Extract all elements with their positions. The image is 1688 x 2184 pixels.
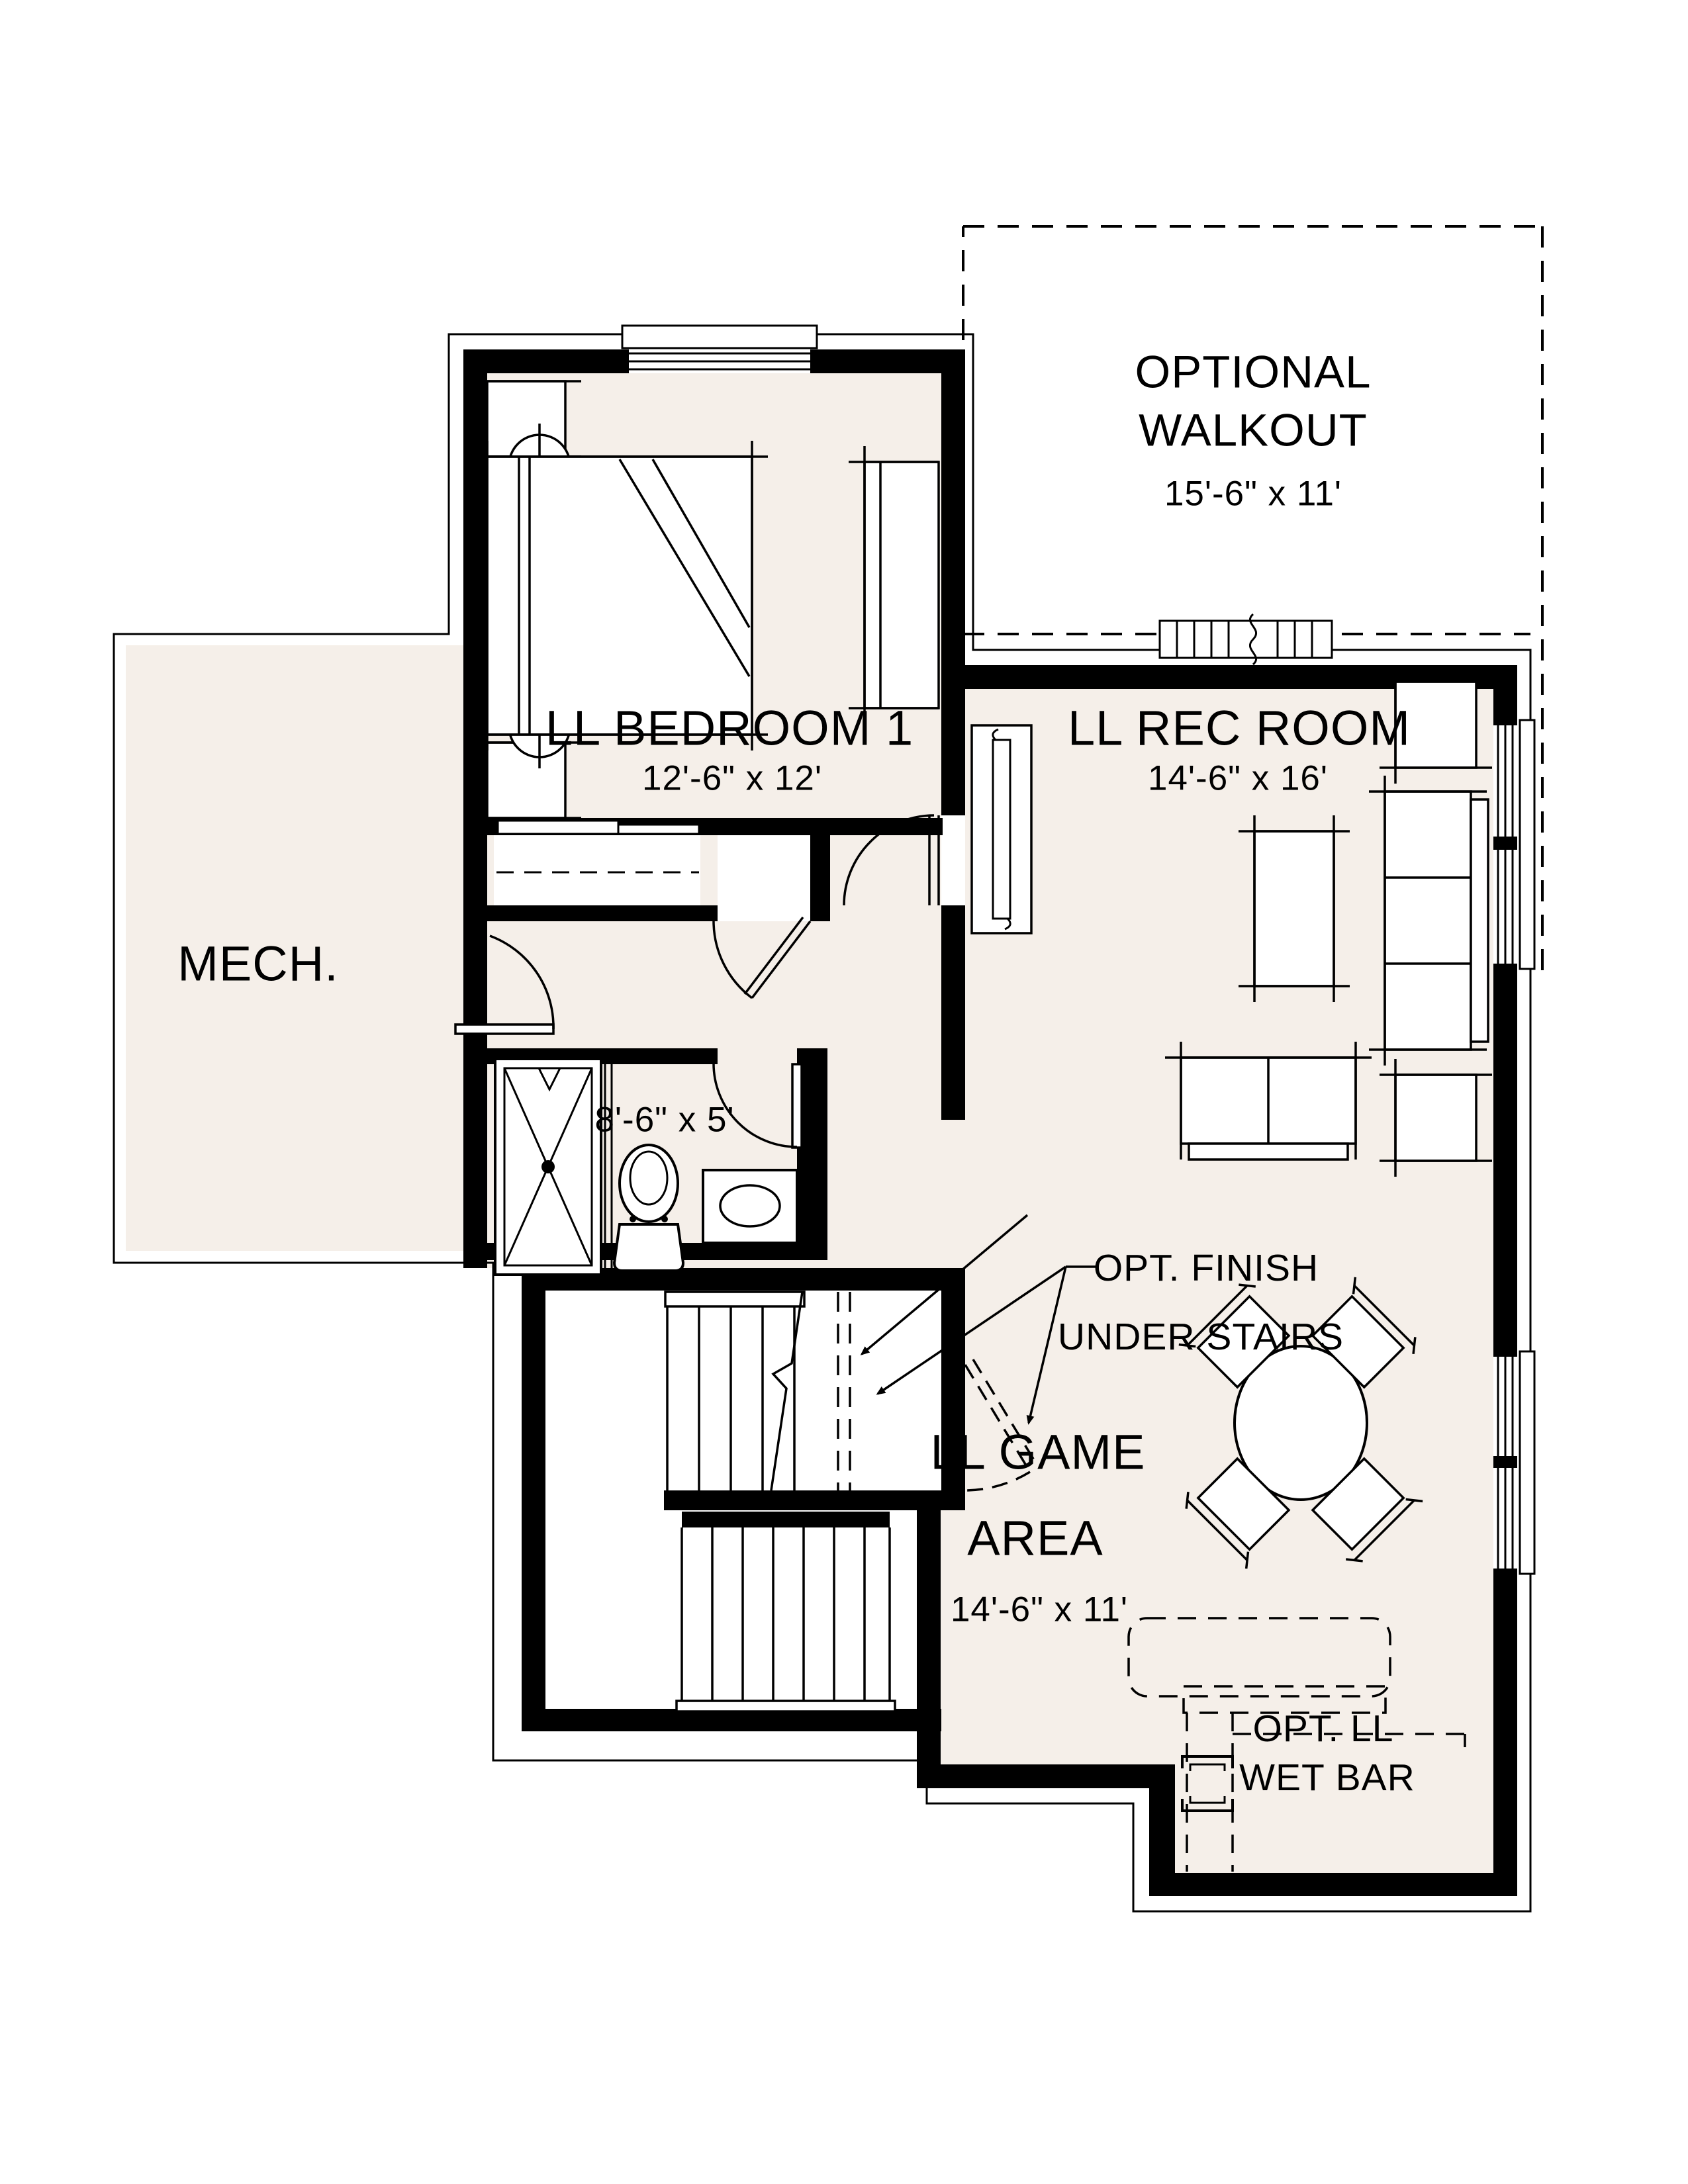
sofa [1369,776,1489,1066]
armchair-south [1380,1059,1492,1177]
rec-room-window [1493,719,1536,970]
closet-shelf [496,819,700,874]
bath-door [712,1063,803,1149]
game-area-label-line2: AREA [967,1510,1103,1566]
walkout-label-line1: OPTIONAL [1135,346,1372,398]
chair-sw [1185,1457,1291,1569]
loveseat [1165,1042,1372,1161]
armchair-north [1380,666,1492,784]
walkout-label-line2: WALKOUT [1139,404,1368,456]
stairs [664,1214,1029,1713]
under-stairs-note-line2: UNDER STAIRS [1057,1316,1344,1358]
walkout-steps [1158,613,1333,666]
under-stairs-door [964,1359,1039,1492]
chair-se [1311,1457,1423,1563]
wet-bar-label-line2: WET BAR [1239,1756,1415,1799]
toilet [612,1144,685,1272]
mech-door [454,934,555,1035]
wet-bar-label-line1: OPT. LL [1252,1707,1394,1750]
under-stairs-leaders [876,1265,1098,1425]
bedroom-window [621,324,818,373]
stair-direction-arrow [860,1214,1029,1355]
wet-bar [1127,1617,1466,1872]
wet-bar-sink [1181,1755,1234,1812]
shower [494,1058,613,1276]
rec-room-label: LL REC ROOM [1067,700,1411,756]
game-area-window [1493,1350,1536,1575]
game-area-label-line1: LL GAME [930,1424,1146,1480]
sink-icon [719,1184,781,1228]
bedroom-dims: 12'-6" x 12' [641,758,823,798]
dresser [849,446,940,724]
chair-nw [1178,1283,1291,1389]
game-chairs [1178,1277,1423,1569]
game-area-dims: 14'-6" x 11' [950,1590,1129,1629]
sliding-door-panel [970,724,1033,934]
shower-head-icon [537,1067,562,1092]
game-table [1233,1345,1368,1501]
coffee-table [1239,815,1350,1002]
rec-room-dims: 14'-6" x 16' [1147,758,1329,798]
chair-ne [1311,1277,1417,1389]
bedroom-label: LL BEDROOM 1 [545,700,914,756]
walkout-dims: 15'-6" x 11' [1164,474,1342,514]
bath-dims: 8'-6" x 5' [594,1100,735,1140]
vanity [702,1169,798,1244]
shower-drain-icon [541,1160,555,1173]
unfinished-interiors [494,835,810,921]
hall-door [712,916,812,999]
under-stairs-note-line1: OPT. FINISH [1093,1247,1319,1289]
bedroom-door [843,814,940,906]
bed [471,441,768,751]
mech-label: MECH. [177,936,339,991]
rec-room-furniture [1165,666,1492,1177]
bedroom-furniture [471,380,940,819]
